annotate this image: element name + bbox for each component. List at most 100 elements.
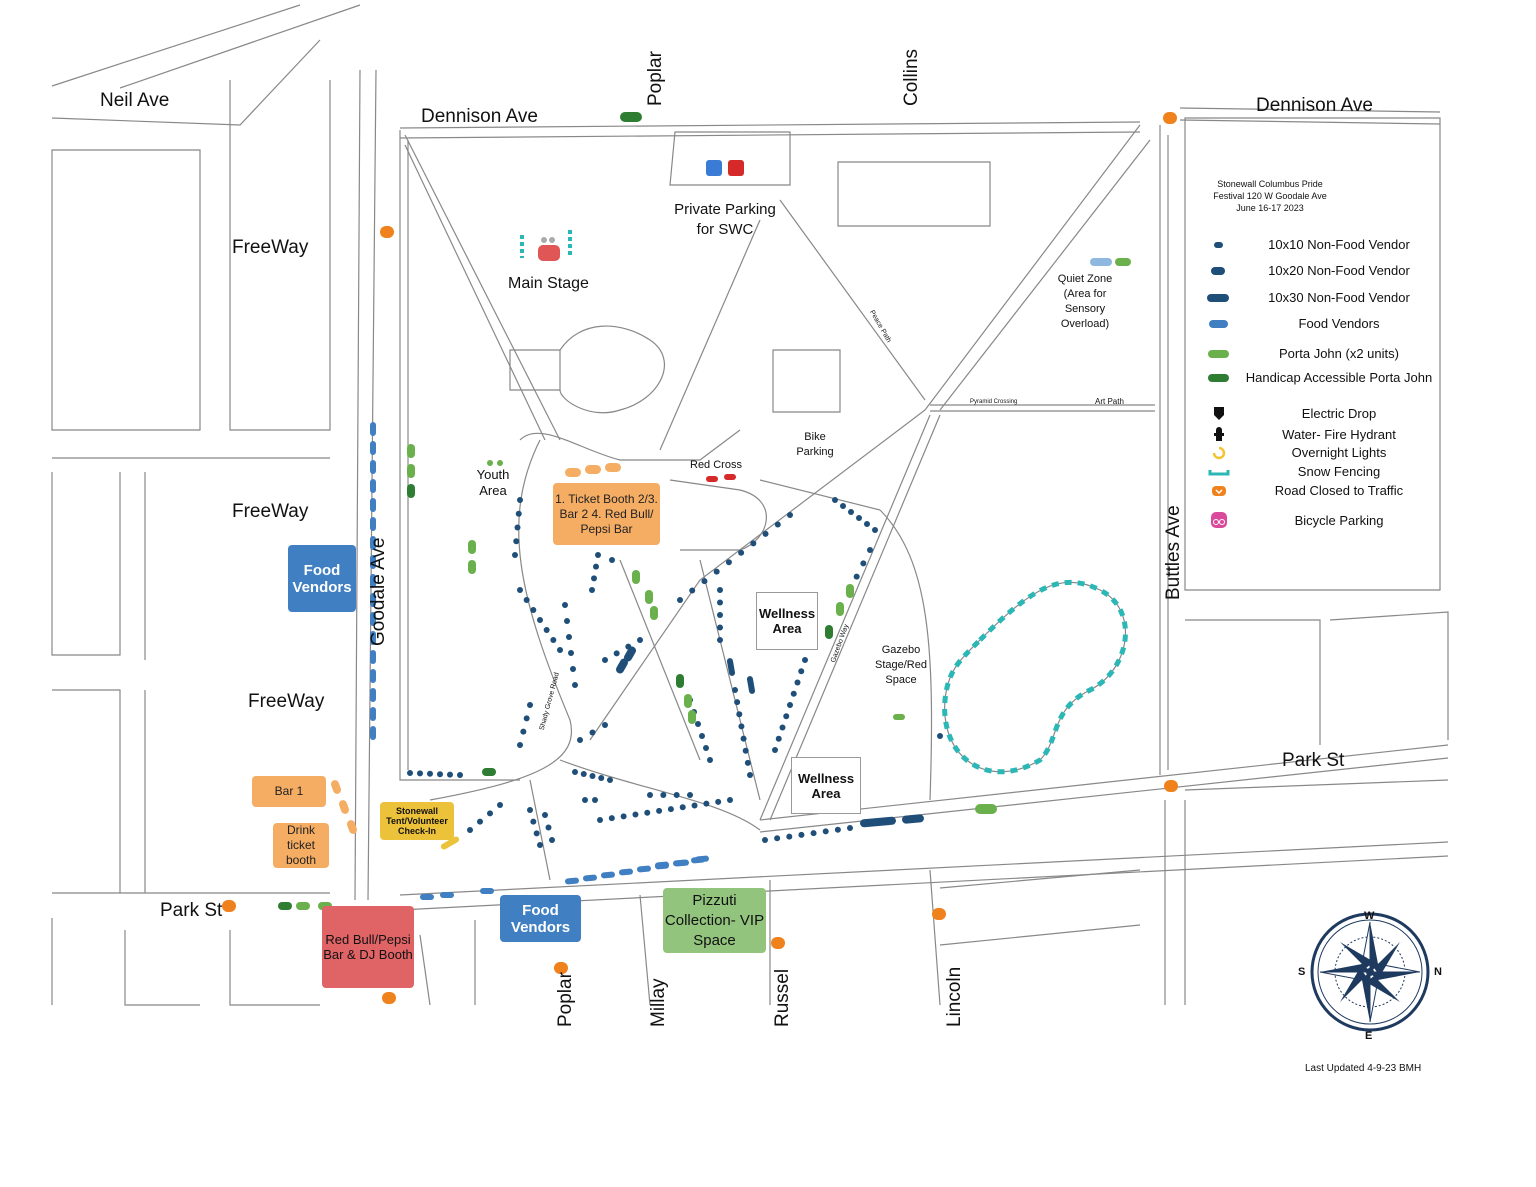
street-freeway-1: FreeWay	[232, 237, 309, 258]
vendor-10x10-marker	[568, 650, 574, 656]
vendor-10x10-marker	[779, 724, 786, 731]
porta-john-marker	[975, 804, 997, 814]
vendor-10x10-marker	[794, 679, 801, 686]
drink-ticket-booth-box: Drink ticket booth	[273, 823, 329, 868]
vendor-10x10-marker	[523, 597, 530, 603]
porta-john-marker	[497, 460, 503, 466]
vendor-10x10-marker	[738, 549, 745, 556]
vendor-10x10-marker	[427, 770, 433, 777]
vendor-10x10-marker	[592, 797, 598, 803]
vendor-10x10-marker	[853, 573, 860, 580]
legend-item: Water- Fire Hydrant	[1200, 426, 1440, 442]
porta-john-markers	[278, 112, 1131, 910]
vendor-10x10-marker	[591, 575, 597, 582]
vendor-10x10-marker	[570, 666, 576, 672]
food-vendor-marker	[370, 536, 376, 550]
legend-item: Snow Fencing	[1200, 464, 1440, 479]
vendor-10x10-marker	[715, 798, 722, 805]
porta-john-marker	[278, 902, 292, 910]
vendor-10x10-marker	[457, 772, 463, 778]
quiet-zone-label: Quiet Zone (Area for Sensory Overload)	[1057, 273, 1113, 330]
vendor-10x10-marker	[717, 587, 723, 593]
vendor-10x30-marker	[860, 816, 896, 828]
pyramid-crossing-label: Pyramid Crossing	[970, 399, 1018, 405]
vendor-10x10-marker	[774, 835, 781, 842]
porta-john-marker	[407, 464, 415, 478]
vendor-10x10-marker	[477, 818, 483, 825]
legend-label: Electric Drop	[1301, 405, 1377, 421]
vendor-10x10-marker	[717, 637, 723, 643]
vendor-10x10-marker	[786, 833, 793, 840]
title-line-3: June 16-17 2023	[1236, 203, 1304, 213]
last-updated-footer: Last Updated 4-9-23 BMH	[1305, 1063, 1422, 1074]
legend-label: 10x10 Non-Food Vendor	[1268, 237, 1410, 252]
street-collins: Collins	[901, 48, 922, 106]
porta-john-marker	[825, 625, 833, 639]
vendor-10x10-marker	[608, 815, 615, 822]
vendor-10x10-marker	[744, 759, 751, 766]
porta-john-marker	[407, 444, 415, 458]
vendor-10x10-marker	[717, 624, 723, 631]
bar-booth-marker	[565, 468, 581, 477]
parking-icon	[728, 160, 744, 176]
food-vendor-marker	[370, 555, 376, 569]
porta-john-marker	[482, 768, 496, 776]
stonewall-tent-box: Stonewall Tent/Volunteer Check-In	[380, 802, 454, 840]
legend-label: Bicycle Parking	[1294, 512, 1384, 528]
food-vendor-marker	[675, 859, 689, 867]
vendor-10x10-marker	[597, 817, 603, 823]
food-vendor-marker	[370, 574, 376, 588]
vendor-10x10-marker	[695, 721, 701, 727]
vendor-10x10-marker	[717, 599, 723, 606]
food-vendor-lines	[370, 422, 709, 900]
road-closed-marker	[932, 908, 946, 920]
vendor-10x10-marker	[790, 690, 797, 697]
food-vendor-marker	[370, 650, 376, 664]
vendor-10x10-marker	[530, 607, 537, 613]
road-closed-icon	[1200, 485, 1238, 497]
porta-john-marker	[1115, 258, 1131, 266]
vendor-10x10-marker	[725, 559, 732, 566]
accessible-parking-icon	[706, 160, 722, 176]
vendor-10x10-marker	[607, 777, 613, 783]
vendor-10x20-marker	[746, 676, 756, 694]
vendor-10x10-marker	[515, 510, 522, 517]
street-poplar-bottom: Poplar	[555, 972, 576, 1027]
vendor-10x10-marker	[660, 792, 667, 798]
street-goodale-ave: Goodale Ave	[368, 537, 389, 646]
porta-john-marker	[893, 714, 905, 720]
vendor-10x10-marker	[689, 587, 696, 594]
vendor-10x10-marker	[512, 552, 518, 558]
vendor-10x10-marker	[497, 802, 503, 808]
vendor-10x10-marker	[847, 825, 853, 831]
porta-john-marker	[846, 584, 854, 598]
vendor-10x10-marker	[701, 578, 708, 585]
porta-john-marker	[468, 540, 476, 554]
vendor-10x10-marker	[798, 668, 805, 675]
legend-item: Handicap Accessible Porta John	[1200, 370, 1440, 385]
food-vendor-marker	[370, 669, 376, 683]
vendor-10x20-marker	[616, 658, 628, 674]
vendor-10x10-marker	[527, 702, 533, 708]
porta-john-icon	[1200, 349, 1238, 359]
vendor-10x10-marker	[513, 538, 520, 545]
food-vendor-marker	[370, 517, 376, 531]
vendor-10x10-marker	[595, 552, 601, 558]
vendor-10x10-marker	[564, 618, 570, 624]
red-cross-label: Red Cross	[690, 459, 742, 471]
private-parking-label: Private Parking for SWC	[674, 201, 776, 238]
food-vendor-marker	[695, 855, 709, 863]
porta-john-marker	[676, 674, 684, 688]
vendor-10x10-marker	[602, 657, 608, 663]
wellness-area-2-box: Wellness Area	[791, 757, 861, 814]
vendor-10x10-marker	[703, 745, 709, 751]
vendor-10x10-marker	[589, 587, 595, 593]
vendor-10x10-marker	[772, 747, 778, 753]
vendor-10x10-marker	[937, 733, 943, 739]
food-vendor-marker	[637, 865, 651, 873]
vendor-10x10-marker	[593, 563, 599, 570]
porta-john-marker	[296, 902, 310, 910]
title-line-1: Stonewall Columbus Pride	[1217, 179, 1323, 189]
food-vendor-marker	[370, 498, 376, 512]
legend-label: Snow Fencing	[1297, 464, 1381, 479]
